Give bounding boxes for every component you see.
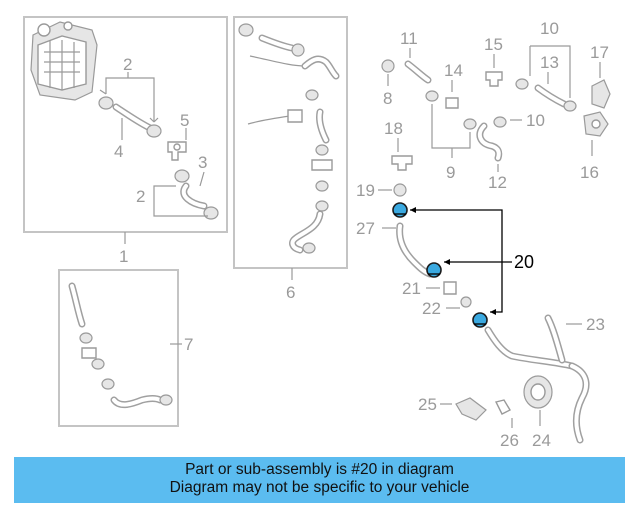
part-20-group[interactable]: 20 — [392, 202, 534, 328]
callout-6: 6 — [286, 283, 295, 302]
callout-2b: 2 — [136, 187, 145, 206]
clamp-20-bottom[interactable] — [472, 312, 488, 328]
callout-16: 16 — [580, 163, 599, 182]
callout-23: 23 — [586, 315, 605, 334]
callout-15: 15 — [484, 35, 503, 54]
callout-20[interactable]: 20 — [514, 252, 534, 272]
callout-26: 26 — [500, 431, 519, 450]
clamp-20-middle[interactable] — [426, 262, 442, 278]
info-banner: Part or sub-assembly is #20 in diagram D… — [14, 457, 625, 503]
callout-11: 11 — [400, 29, 418, 48]
callout-22: 22 — [422, 299, 441, 318]
leader-2b — [153, 185, 208, 217]
leader-2 — [99, 72, 159, 123]
clamp-20-top[interactable] — [392, 202, 408, 218]
callout-25: 25 — [418, 395, 437, 414]
banner-line-1: Part or sub-assembly is #20 in diagram — [185, 461, 454, 478]
group-box-1: 2 4 5 3 2 1 — [23, 16, 228, 266]
group-box-6: 6 — [233, 16, 348, 302]
callout-3: 3 — [198, 153, 207, 172]
callout-7: 7 — [184, 335, 193, 354]
callout-5: 5 — [180, 111, 189, 130]
reservoir-illustration — [30, 21, 98, 101]
hose-3-illustration — [174, 169, 219, 220]
banner-line-2: Diagram may not be specific to your vehi… — [169, 479, 470, 496]
leader-3 — [199, 171, 205, 187]
callout-9: 9 — [446, 163, 455, 182]
callout-4: 4 — [114, 142, 123, 161]
callout-13: 13 — [540, 53, 559, 72]
right-parts: 8 11 14 9 12 10 15 10 13 — [356, 19, 611, 450]
callout-10b: 10 — [526, 111, 545, 130]
callout-24: 24 — [532, 431, 551, 450]
callout-1: 1 — [119, 247, 128, 266]
hose-2-illustration — [98, 96, 187, 161]
callout-27: 27 — [356, 219, 375, 238]
box-7-frame — [58, 269, 179, 427]
callout-14: 14 — [444, 61, 463, 80]
callout-8: 8 — [383, 89, 392, 108]
callout-19: 19 — [356, 181, 375, 200]
group-box-7: 7 — [58, 269, 193, 427]
leader-20 — [410, 209, 512, 313]
hoses-box-7 — [68, 282, 173, 409]
callout-2: 2 — [123, 55, 132, 74]
callout-12: 12 — [488, 173, 507, 192]
callout-17: 17 — [590, 43, 609, 62]
box-6-frame — [233, 16, 348, 269]
callout-21: 21 — [402, 279, 421, 298]
callout-10: 10 — [540, 19, 559, 38]
hoses-box-6 — [238, 23, 340, 254]
callout-18: 18 — [384, 119, 403, 138]
